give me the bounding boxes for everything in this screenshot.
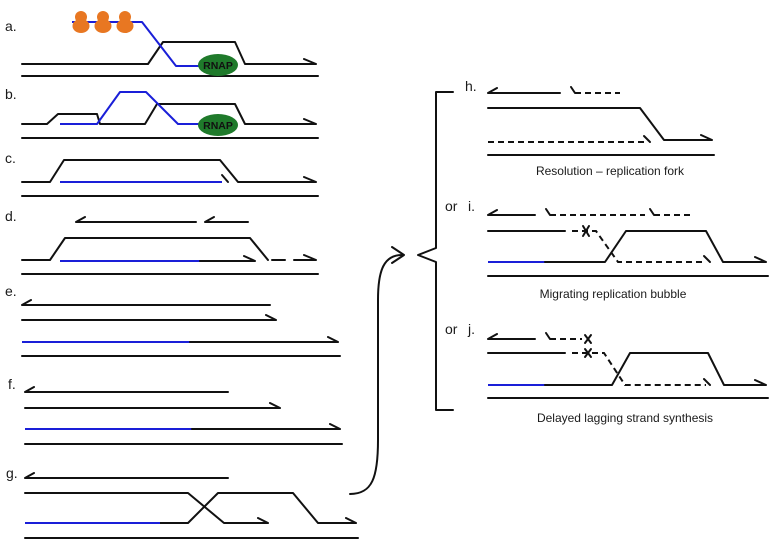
- top-strand: [21, 237, 269, 261]
- break-mark-icon: [584, 334, 592, 344]
- panel-g: g.: [6, 465, 359, 539]
- caption-i: Migrating replication bubble: [540, 287, 687, 301]
- panel-label-i: i.: [468, 198, 475, 214]
- panel-f: f.: [8, 376, 343, 445]
- arrow-icon: [349, 246, 405, 495]
- break-mark-icon: [584, 348, 592, 358]
- panel-i: or i. Migrating replication bubble: [445, 198, 769, 301]
- primer-tick: [703, 255, 711, 263]
- lagging-strand: [21, 299, 271, 306]
- top-strand: [21, 159, 317, 183]
- primer-tick: [545, 332, 551, 340]
- top-strand: [21, 103, 317, 125]
- rna-end: [221, 174, 229, 183]
- top-strand: [24, 402, 281, 409]
- panel-d: d.: [5, 208, 319, 275]
- panel-label-g: g.: [6, 465, 18, 481]
- break-mark-icon: [582, 225, 590, 237]
- panel-label-h: h.: [465, 78, 477, 94]
- panel-e: e.: [5, 283, 341, 357]
- connector-arrowhead: [391, 246, 405, 264]
- or-label-i: or: [445, 198, 458, 214]
- panel-b: b. RNAP: [5, 86, 319, 139]
- panel-label-c: c.: [5, 150, 16, 166]
- leading-strand: [191, 423, 341, 430]
- primer-tick: [545, 208, 551, 216]
- primer-tick: [643, 135, 651, 143]
- caption-h: Resolution – replication fork: [536, 164, 685, 178]
- panel-label-e: e.: [5, 283, 17, 299]
- rnap-icon: [198, 54, 238, 76]
- mrna-transcript: [72, 21, 205, 67]
- connector-curve: [349, 254, 403, 495]
- top-strand: [487, 107, 713, 141]
- panel-j: or j. Delayed lagging strand synthesis: [445, 321, 769, 425]
- okazaki-fragment: [204, 216, 249, 223]
- panel-label-j: j.: [467, 321, 475, 337]
- top-strand: [21, 41, 317, 65]
- caption-j: Delayed lagging strand synthesis: [537, 411, 713, 425]
- panel-h: h. Resolution – replication fork: [465, 78, 715, 178]
- rnap-label: RNAP: [203, 120, 233, 132]
- rnap-icon: [198, 114, 238, 136]
- new-strand: [572, 352, 706, 386]
- panel-c: c.: [5, 150, 319, 197]
- leading-strand: [189, 336, 339, 343]
- lagging-strand: [487, 209, 536, 216]
- crossing-strand: [24, 492, 269, 524]
- panel-label-f: f.: [8, 376, 16, 392]
- lagging-strand: [487, 333, 536, 340]
- primer-tick: [649, 208, 655, 216]
- or-label-j: or: [445, 321, 458, 337]
- bracket-icon: [417, 91, 454, 411]
- panel-label-b: b.: [5, 86, 17, 102]
- okazaki-fragment: [75, 216, 197, 223]
- ribosome-icon: [72, 11, 134, 33]
- leading-strand: [199, 255, 256, 262]
- leading-strand: [544, 352, 767, 386]
- primer-tick: [570, 86, 576, 94]
- top-strand-end: [271, 254, 317, 261]
- mrna-transcript: [60, 91, 204, 125]
- panel-label-a: a.: [5, 18, 17, 34]
- lagging-strand: [24, 386, 229, 393]
- lagging-strand: [487, 87, 561, 94]
- new-strand: [572, 230, 706, 263]
- leading-strand: [544, 230, 767, 263]
- rnap-label: RNAP: [203, 60, 233, 72]
- top-strand: [21, 314, 277, 321]
- primer-tick: [703, 378, 711, 386]
- lagging-strand: [24, 472, 229, 479]
- panel-a: a. RNAP: [5, 11, 319, 77]
- panel-label-d: d.: [5, 208, 17, 224]
- top-strand: [157, 492, 357, 524]
